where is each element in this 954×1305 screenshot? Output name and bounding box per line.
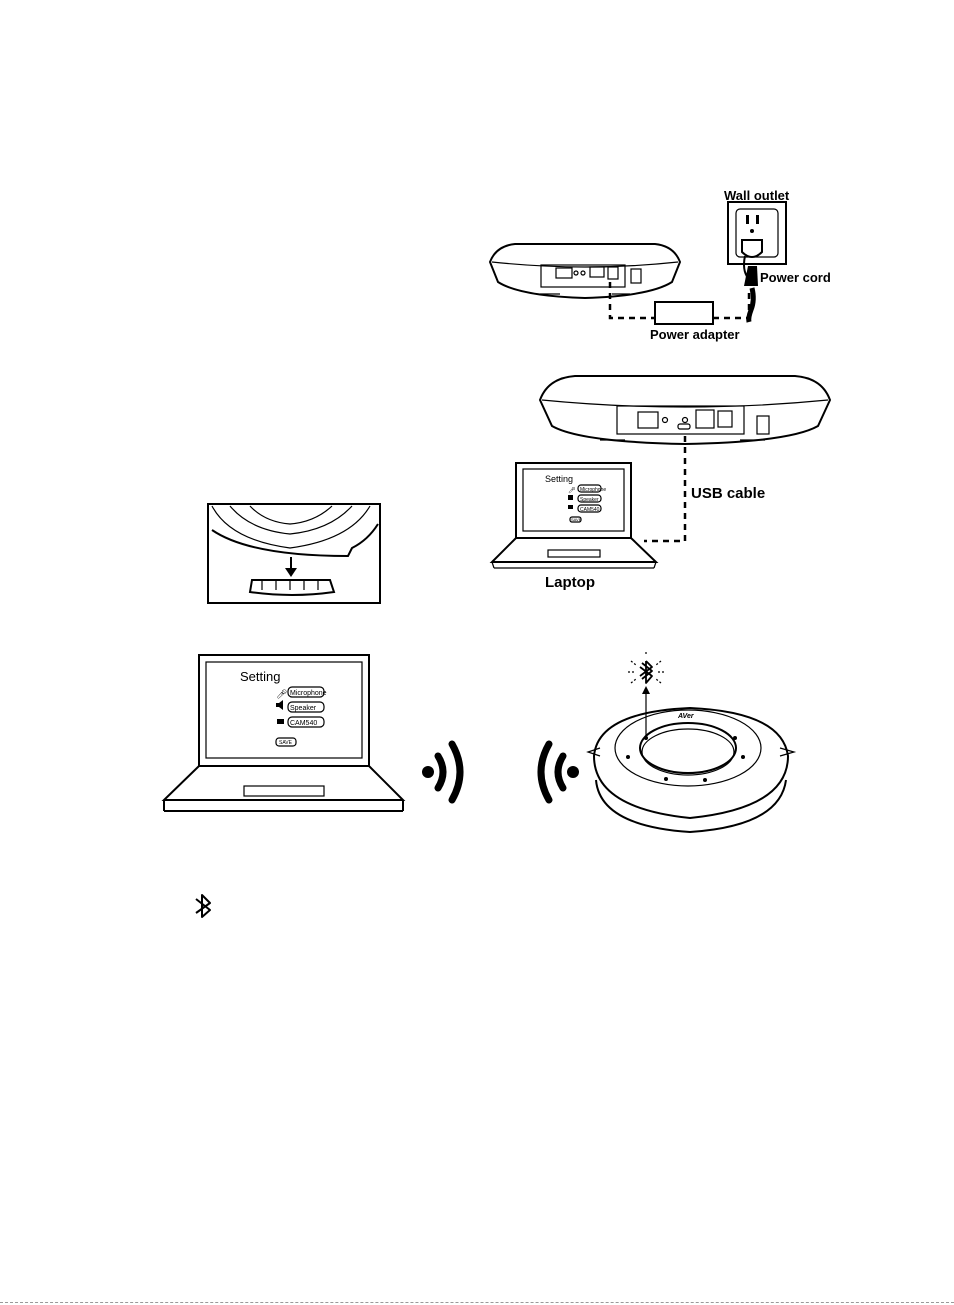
speakerphone-device: AVer xyxy=(588,686,794,832)
small-save: SAVE xyxy=(571,517,582,522)
small-microphone-icon: 🎤︎ xyxy=(568,487,576,494)
large-item-2: Speaker xyxy=(290,705,317,712)
wireless-signal-right-icon xyxy=(422,744,460,800)
wireless-signal-left-icon xyxy=(541,744,579,800)
power-adapter-label: Power adapter xyxy=(650,327,740,342)
large-item-3: CAM540 xyxy=(290,720,317,727)
large-camera-icon xyxy=(277,719,284,724)
laptop-label: Laptop xyxy=(545,574,595,591)
bluetooth-blinking-icon xyxy=(628,652,664,683)
bluetooth-icon xyxy=(196,895,210,917)
wall-outlet-label: Wall outlet xyxy=(724,188,790,203)
large-save: SAVE xyxy=(279,740,293,746)
usb-dashed-connection xyxy=(644,436,685,541)
power-cord-label: Power cord xyxy=(760,270,831,285)
base-unit-large xyxy=(540,376,830,444)
base-unit-small xyxy=(490,244,680,298)
power-adapter-box xyxy=(655,302,713,324)
small-item-1: Microphone xyxy=(580,487,606,493)
small-screen-title: Setting xyxy=(545,474,573,484)
usb-connection-figure: Setting 🎤︎ Microphone Speaker CAM540 SAV… xyxy=(492,376,830,591)
power-dashed-connection xyxy=(610,282,749,318)
small-item-3: CAM540 xyxy=(580,507,600,513)
laptop-small: Setting 🎤︎ Microphone Speaker CAM540 SAV… xyxy=(492,463,656,568)
small-item-2: Speaker xyxy=(580,497,599,503)
large-item-1: Microphone xyxy=(290,690,327,697)
large-screen-title: Setting xyxy=(240,669,280,684)
page-bottom-rule xyxy=(0,1302,954,1303)
large-speaker-icon xyxy=(276,700,283,710)
speakerphone-logo: AVer xyxy=(677,713,695,720)
usb-cable-label: USB cable xyxy=(691,485,765,502)
cable-cover-inset xyxy=(208,504,380,603)
laptop-large: Setting 🎤︎ Microphone Speaker CAM540 SAV… xyxy=(164,655,403,811)
power-connection-figure: Wall outlet Power cord Power adapter xyxy=(490,188,831,342)
large-microphone-icon: 🎤︎ xyxy=(276,689,287,699)
